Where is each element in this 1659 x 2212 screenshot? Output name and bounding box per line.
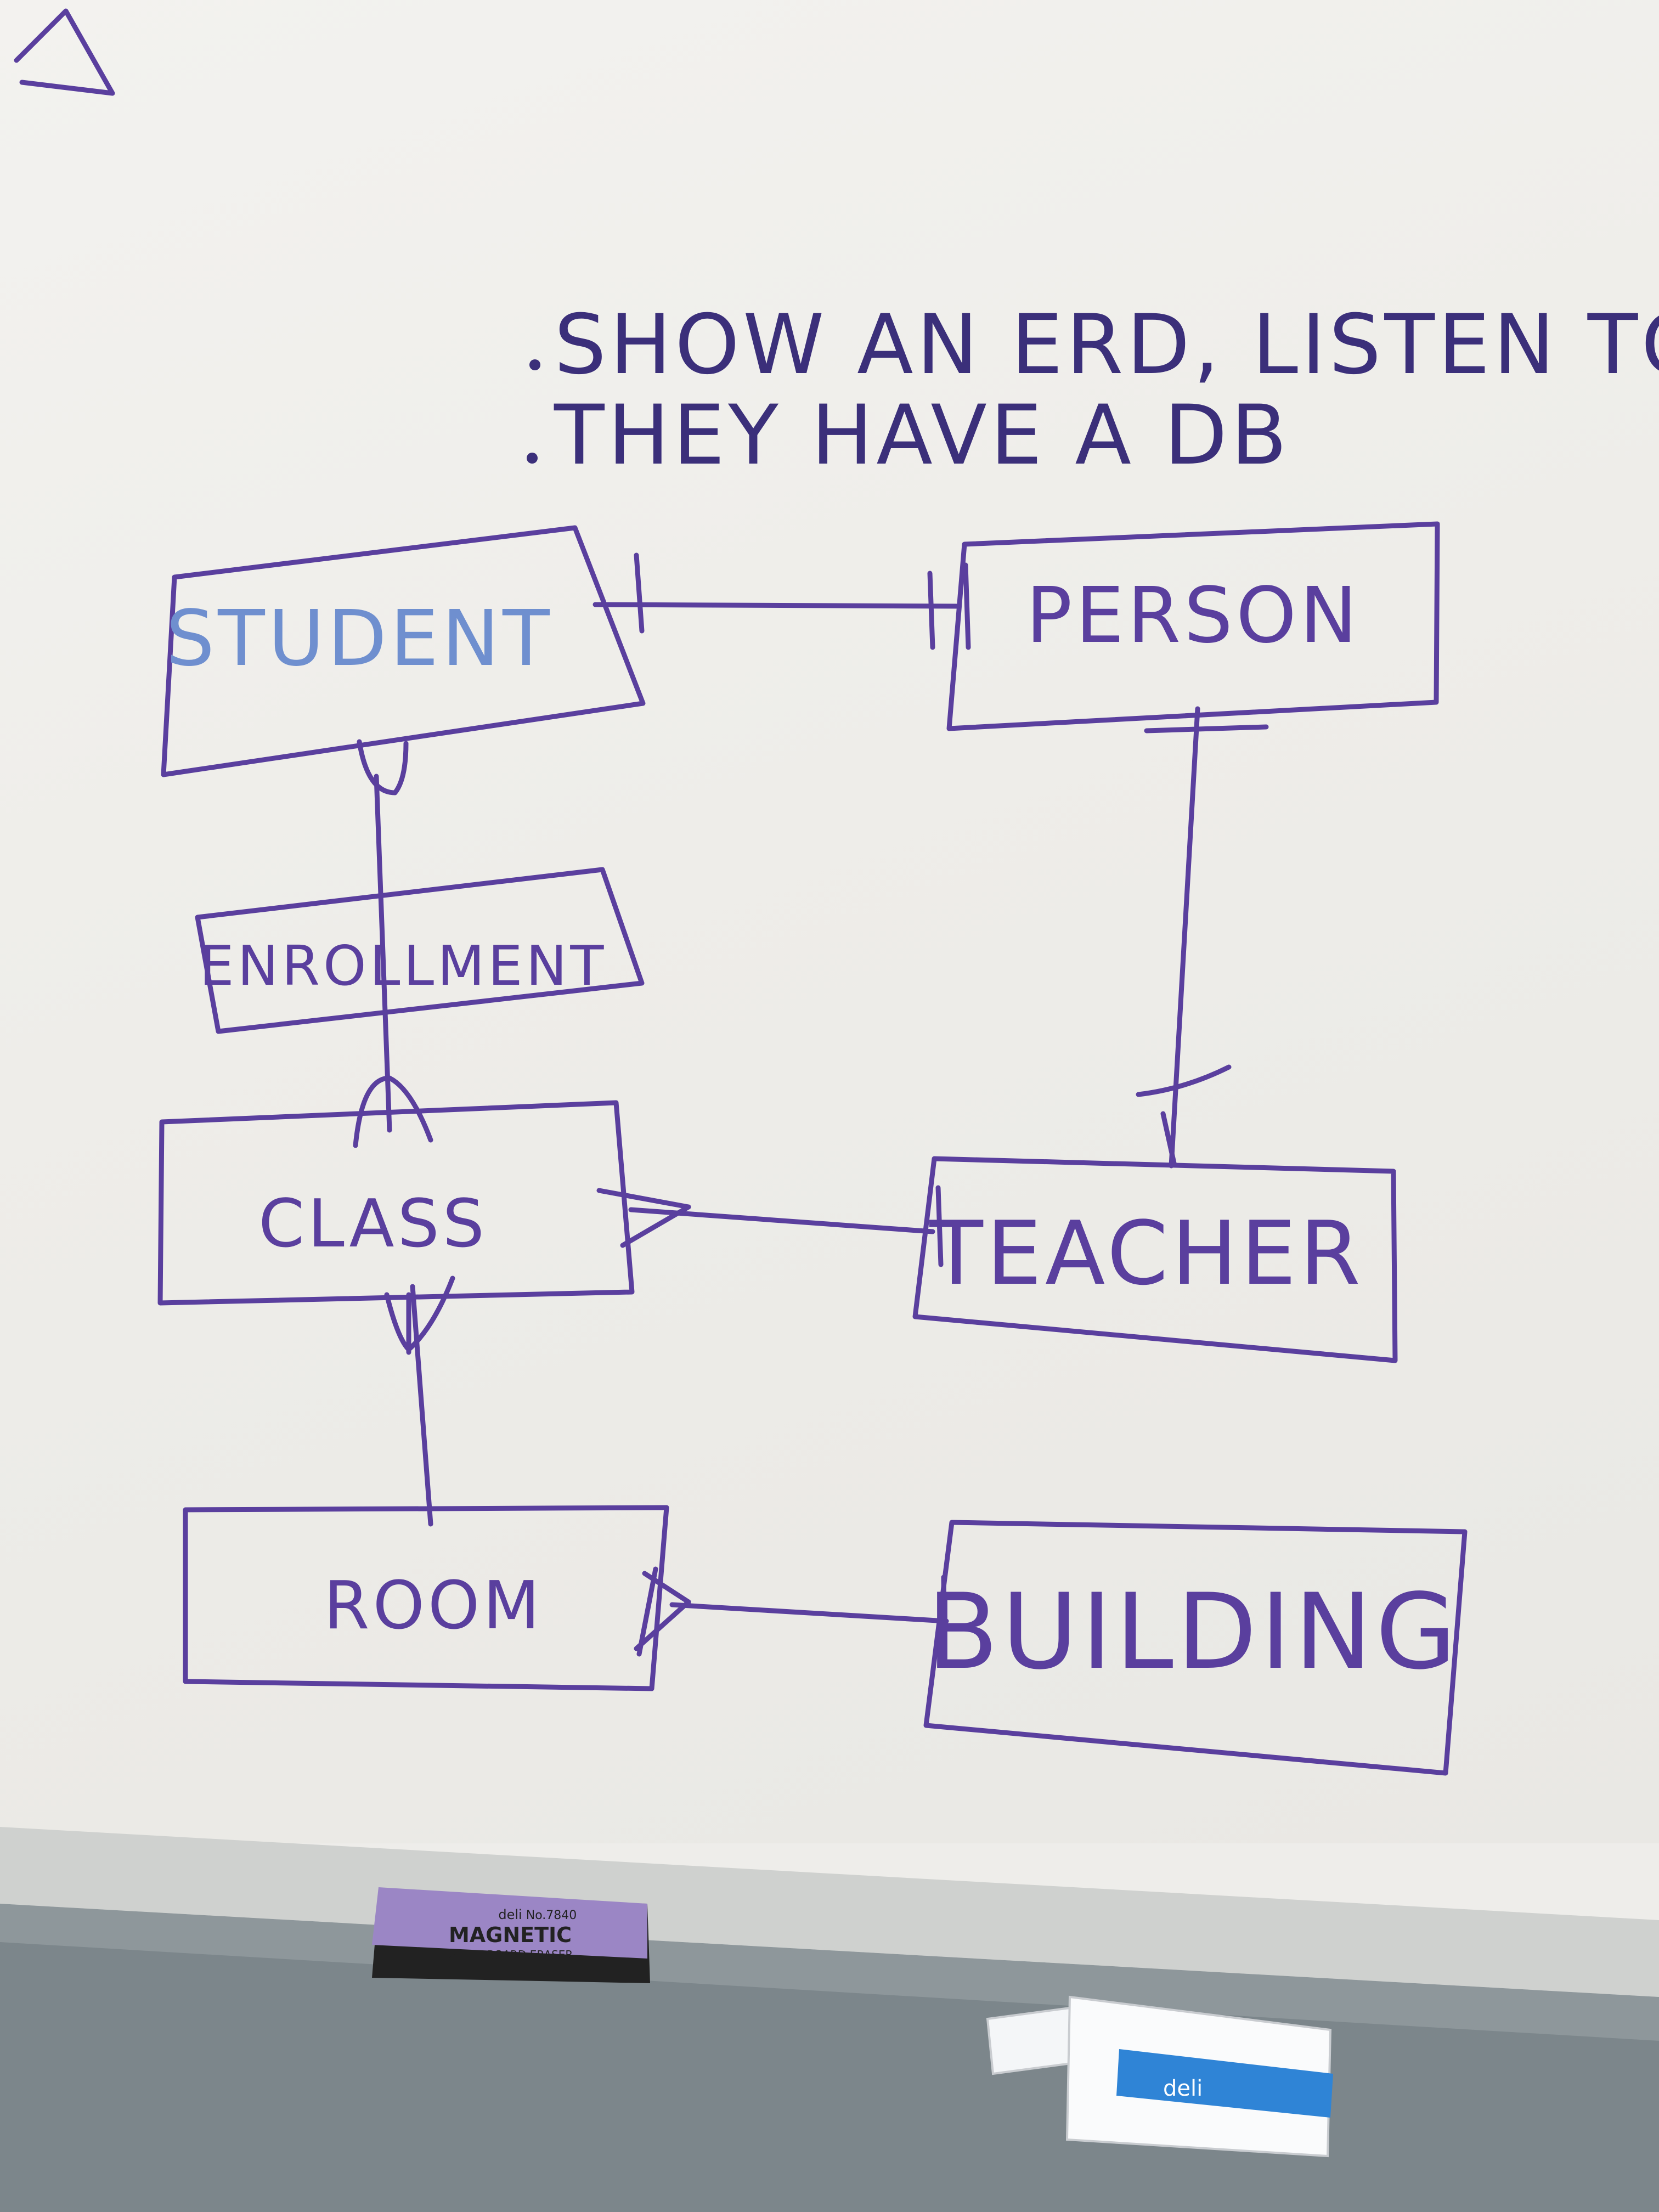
person-box [946,521,1440,731]
bottle-band [1116,2049,1333,2118]
eraser-sublabel: WHITE BOARD ERASER [448,1948,573,1961]
note-bullet [529,359,540,370]
tray-ledge [0,1827,1659,1997]
partial-sketch [14,8,115,96]
student-box [161,525,646,777]
building-room-relationship [634,1566,949,1657]
person-label: PERSON [1026,571,1361,661]
class-label: CLASS [258,1186,488,1262]
bottle-brand: deli [1163,2076,1203,2101]
board-tray: deli No.7840 MAGNETIC WHITE BOARD ERASER… [0,1827,1659,2212]
room-label: ROOM [324,1568,543,1644]
student-class-relationship [353,739,433,1148]
note-bullet [527,453,538,464]
room-box [183,1505,669,1691]
eraser-model: No.7840 [526,1909,577,1922]
enrollment-label: ENROLLMENT [200,934,607,998]
building-box [923,1520,1468,1776]
building-label: BUILDING [927,1571,1459,1692]
erd-diagram: SHOW AN ERD, LISTEN TO E THEY HAVE A DB … [14,8,1659,1776]
eraser-brand: deli [498,1907,522,1922]
eraser-handle [372,1887,647,1959]
teacher-box [912,1156,1398,1363]
person-teacher-relationship [1136,706,1269,1169]
whiteboard-eraser[interactable]: deli No.7840 MAGNETIC WHITE BOARD ERASER [372,1887,650,1983]
bottle-cap [986,2006,1077,2075]
teacher-label: TEACHER [929,1202,1364,1305]
cleaner-bottle[interactable]: deli [986,1995,1333,2158]
note-line-2: THEY HAVE A DB [554,388,1290,483]
class-room-relationship [384,1276,455,1527]
whiteboard: SHOW AN ERD, LISTEN TO E THEY HAVE A DB … [0,0,1659,1843]
teacher-class-relationship [596,1185,944,1267]
student-person-relationship [592,552,971,650]
class-box [157,1100,635,1306]
eraser-label: MAGNETIC [449,1923,572,1947]
student-label: STUDENT [166,594,552,684]
enrollment-box [195,867,645,1034]
note-line-1: SHOW AN ERD, LISTEN TO E [554,297,1659,393]
